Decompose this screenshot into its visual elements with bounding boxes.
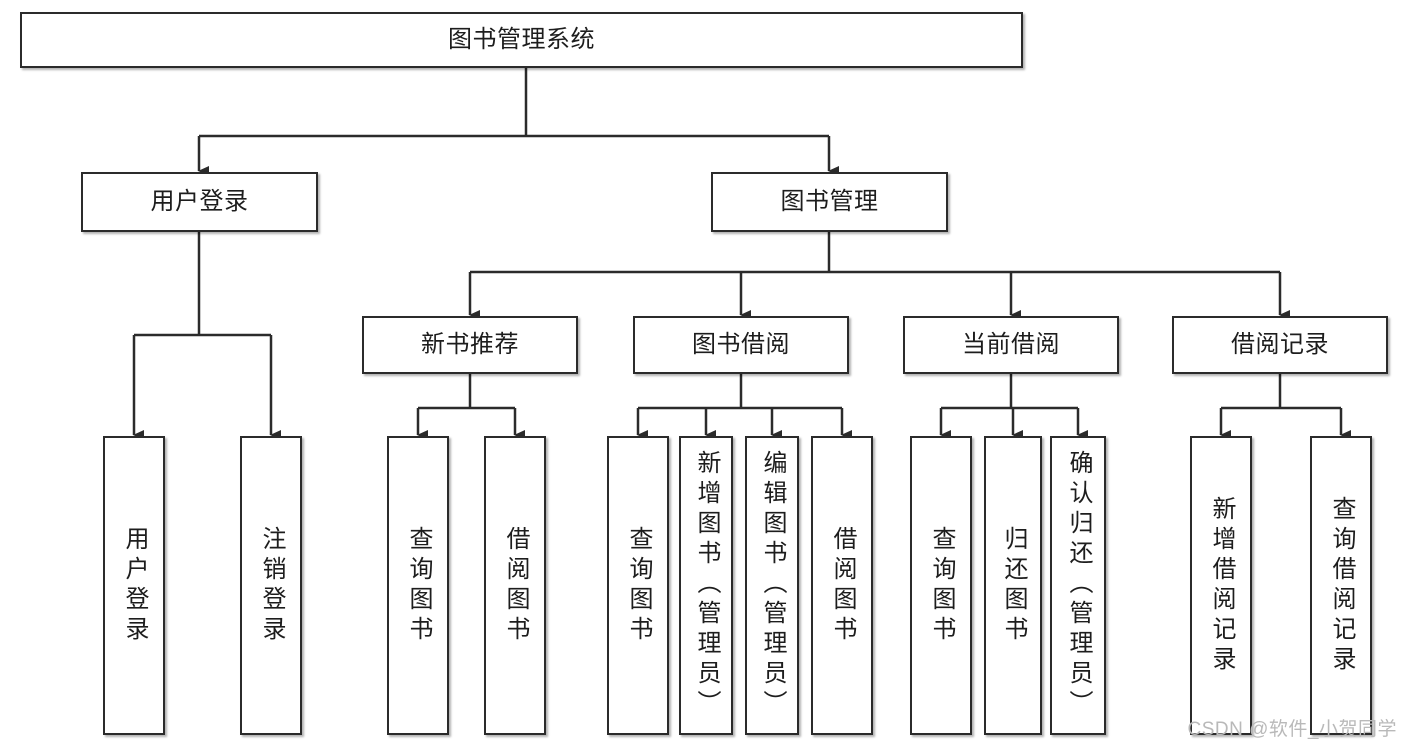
node-label: 当前借阅 [962,330,1060,358]
node-label: 确认归还（管理员） [1065,450,1092,720]
node-label: 查询图书 [928,525,955,646]
node-leaf-4: 查询图书 [607,436,669,735]
node-label: 借阅图书 [829,525,856,646]
node-leaf-10: 确认归还（管理员） [1050,436,1106,735]
node-leaf-11: 新增借阅记录 [1190,436,1252,735]
node-leaf-0: 用户登录 [103,436,165,735]
csdn-watermark: CSDN @软件_小贺同学 [1187,719,1397,740]
node-label: 注销登录 [258,525,285,646]
node-leaf-9: 归还图书 [984,436,1042,735]
node-label: 借阅图书 [502,525,529,646]
node-leaf-6: 编辑图书（管理员） [745,436,799,735]
node-level2-0: 用户登录 [81,172,318,232]
node-level3-0: 新书推荐 [362,316,578,374]
node-leaf-1: 注销登录 [240,436,302,735]
node-label: 编辑图书（管理员） [759,450,786,720]
node-label: 图书管理 [780,187,879,215]
node-leaf-12: 查询借阅记录 [1310,436,1372,735]
node-level3-1: 图书借阅 [633,316,849,374]
node-label: 用户登录 [150,187,249,215]
node-label: 借阅记录 [1231,330,1329,358]
node-leaf-5: 新增图书（管理员） [679,436,733,735]
node-level3-3: 借阅记录 [1172,316,1388,374]
node-label: 归还图书 [1000,525,1027,646]
node-label: 图书借阅 [692,330,790,358]
node-label: 用户登录 [121,525,148,646]
node-leaf-3: 借阅图书 [484,436,546,735]
node-leaf-8: 查询图书 [910,436,972,735]
node-label: 新增图书（管理员） [693,450,720,720]
node-label: 查询图书 [625,525,652,646]
node-label: 图书管理系统 [448,25,595,53]
node-level2-1: 图书管理 [711,172,948,232]
node-label: 查询图书 [405,525,432,646]
node-leaf-7: 借阅图书 [811,436,873,735]
node-label: 查询借阅记录 [1328,495,1355,676]
node-label: 新增借阅记录 [1208,495,1235,676]
node-leaf-2: 查询图书 [387,436,449,735]
node-root: 图书管理系统 [20,12,1023,68]
node-label: 新书推荐 [421,330,519,358]
node-level3-2: 当前借阅 [903,316,1119,374]
